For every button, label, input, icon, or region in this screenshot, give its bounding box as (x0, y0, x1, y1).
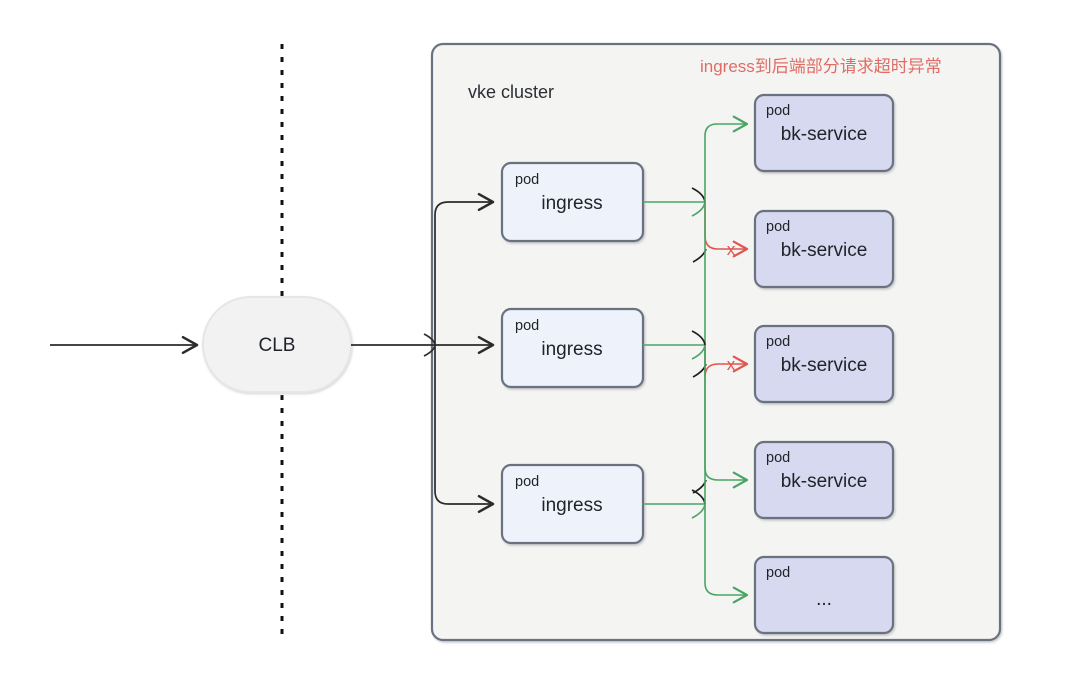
service-pod-3-kind: pod (766, 334, 790, 350)
ingress-pod-1-kind: pod (515, 172, 539, 188)
service-pod-3[interactable]: pod bk-service (753, 324, 895, 404)
clb-node[interactable]: CLB (202, 296, 352, 393)
edge-ingress-1-to-service-1 (704, 115, 749, 202)
service-pod-1-kind: pod (766, 103, 790, 119)
service-pod-3-box (753, 324, 895, 404)
service-pod-2-name: bk-service (781, 240, 868, 261)
service-pod-3-name: bk-service (781, 355, 868, 376)
clb-fanout-edges (351, 192, 495, 514)
ingress-pod-2-box (500, 307, 645, 389)
ingress-pod-2-kind: pod (515, 318, 539, 334)
ingress-2-junction-arc-upper (691, 330, 706, 346)
edge-clb-to-ingress-3 (434, 345, 495, 514)
service-pod-1[interactable]: pod bk-service (753, 93, 895, 173)
service-pod-1-name: bk-service (781, 124, 868, 145)
ingress-pod-3-kind: pod (515, 474, 539, 490)
service-pod-4-name: bk-service (781, 471, 868, 492)
service-pod-5-kind: pod (766, 565, 790, 581)
ingress-pod-3-name: ingress (541, 495, 602, 516)
service-pod-2[interactable]: pod bk-service (753, 209, 895, 289)
ingress-pod-2[interactable]: pod ingress (500, 307, 645, 389)
service-pod-1-box (753, 93, 895, 173)
service-pod-5-box (753, 555, 895, 635)
failure-x-marker-2: x (727, 355, 736, 374)
service-pod-5-name: ... (816, 589, 832, 610)
ingress-pod-1-name: ingress (541, 193, 602, 214)
service-pod-5[interactable]: pod ... (753, 555, 895, 635)
edge-ingress-3-to-service-5 (704, 504, 749, 604)
ingress-pod-1[interactable]: pod ingress (500, 161, 645, 243)
ingress-backend-edges: x x (643, 115, 749, 604)
timeout-annotation-label: ingress到后端部分请求超时异常 (700, 57, 942, 76)
ingress-pod-3[interactable]: pod ingress (500, 463, 645, 545)
service-pod-2-kind: pod (766, 219, 790, 235)
service-pod-4-box (753, 440, 895, 520)
vke-cluster-label: vke cluster (468, 82, 554, 102)
failure-x-marker-1: x (727, 240, 736, 259)
service-pod-2-box (753, 209, 895, 289)
clb-node-label: CLB (259, 335, 296, 356)
service-pod-4-kind: pod (766, 450, 790, 466)
ingress-pod-2-name: ingress (541, 339, 602, 360)
edge-clb-to-ingress-1 (434, 192, 495, 345)
service-pod-4[interactable]: pod bk-service (753, 440, 895, 520)
